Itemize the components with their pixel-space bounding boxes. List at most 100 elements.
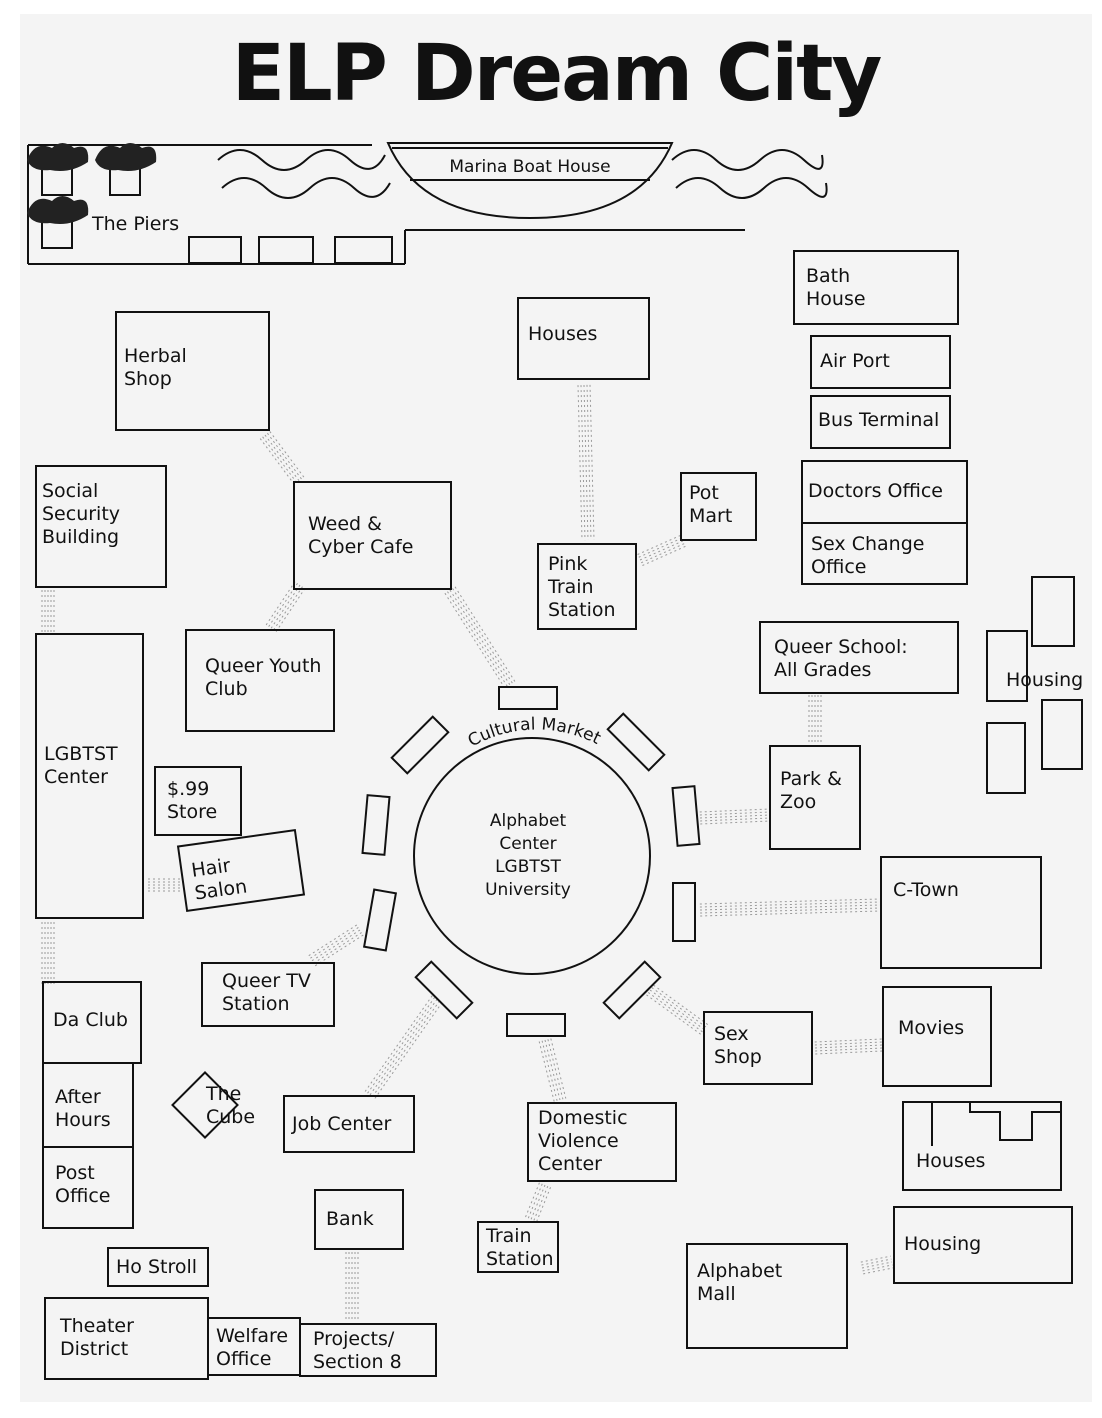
dotted-path [637, 534, 683, 555]
queer-school[interactable]: Queer School:All Grades [759, 621, 959, 694]
market-stall[interactable] [498, 686, 558, 710]
sex-shop-outline [703, 1011, 813, 1085]
bank[interactable]: Bank [314, 1189, 404, 1250]
projects[interactable]: Projects/Section 8 [299, 1323, 437, 1377]
market-stall[interactable] [602, 960, 662, 1020]
dotted-path [269, 431, 306, 479]
housing-south[interactable]: Housing [893, 1206, 1073, 1284]
lgbtst-center-outline [35, 633, 144, 919]
train-station-label: Station [486, 1248, 554, 1270]
air-port-outline [810, 335, 951, 389]
bank-outline [314, 1189, 404, 1250]
houses-south-label: Houses [916, 1150, 985, 1172]
queer-youth-club-label: Queer Youth [205, 655, 321, 677]
houses-north-outline [517, 297, 650, 380]
bus-terminal-outline [810, 395, 951, 449]
dotted-path [264, 434, 301, 483]
houses-north[interactable]: Houses [517, 297, 650, 380]
housing-east[interactable]: Housing [1006, 669, 1083, 691]
center-line-1: Alphabet [490, 811, 567, 831]
dotted-path [863, 1267, 894, 1275]
dotted-path [272, 586, 303, 632]
pot-mart-outline [680, 472, 757, 541]
dotted-path [544, 1039, 561, 1101]
herbal-shop-label: Herbal [124, 345, 187, 367]
pink-train-station-outline [537, 543, 637, 630]
c-town[interactable]: C-Town [880, 856, 1042, 969]
dotted-path [638, 536, 684, 558]
market-stall[interactable] [606, 712, 666, 772]
market-stall[interactable] [361, 794, 391, 856]
market-stall[interactable] [414, 960, 474, 1020]
dotted-path [267, 583, 298, 629]
dotted-path [639, 539, 686, 561]
alphabet-mall-label: Alphabet [697, 1260, 782, 1282]
houses-south[interactable]: Houses [902, 1101, 1062, 1191]
houses-north-label: Houses [528, 323, 597, 345]
plant-icon [27, 143, 89, 196]
market-stall[interactable] [672, 882, 696, 942]
park-zoo[interactable]: Park &Zoo [769, 745, 861, 850]
lgbtst-center-label: LGBTST [44, 743, 118, 765]
dotted-path [700, 820, 771, 825]
movies[interactable]: Movies [882, 986, 992, 1087]
domestic-violence-label: Domestic [538, 1107, 628, 1129]
dotted-path [364, 991, 436, 1092]
queer-school-label: All Grades [774, 659, 871, 681]
market-stall[interactable] [506, 1013, 566, 1037]
doctors-office[interactable]: Doctors Office [801, 460, 968, 524]
marina-boat-house[interactable]: Marina Boat House [386, 142, 674, 220]
dotted-path [267, 432, 303, 481]
alphabet-center-university[interactable]: Alphabet Center LGBTST University [485, 811, 571, 900]
hair-salon-outline [176, 828, 306, 913]
social-security-label: Building [42, 526, 119, 548]
housing-block [1041, 699, 1083, 770]
post-office-label: Office [55, 1185, 110, 1207]
theater-district-label: Theater [59, 1315, 134, 1337]
dotted-path [642, 545, 688, 566]
sex-shop-label: Shop [714, 1046, 762, 1068]
market-stall[interactable] [362, 888, 398, 952]
domestic-violence-outline [527, 1102, 677, 1182]
queer-tv-label: Station [222, 993, 290, 1015]
park-zoo-label: Zoo [780, 791, 816, 813]
market-stall[interactable] [390, 715, 450, 775]
bath-house-outline [793, 250, 959, 325]
weed-cyber-cafe-label: Cyber Cafe [308, 536, 413, 558]
dotted-path [860, 1255, 891, 1263]
job-center[interactable]: Job Center [283, 1095, 415, 1153]
weed-cyber-cafe[interactable]: Weed &Cyber Cafe [293, 481, 452, 590]
air-port[interactable]: Air Port [810, 335, 951, 389]
housing-block [986, 630, 1028, 702]
dollar-store-label: Store [167, 801, 217, 823]
movies-outline [882, 986, 992, 1087]
market-stall[interactable] [671, 785, 701, 847]
job-center-label: Job Center [291, 1113, 391, 1135]
bus-terminal[interactable]: Bus Terminal [810, 395, 951, 449]
ho-stroll[interactable]: Ho Stroll [107, 1247, 209, 1287]
dotted-path [646, 994, 702, 1036]
plant-icon [27, 196, 89, 249]
social-security-outline [35, 465, 167, 588]
da-club[interactable]: Da Club [42, 981, 142, 1064]
